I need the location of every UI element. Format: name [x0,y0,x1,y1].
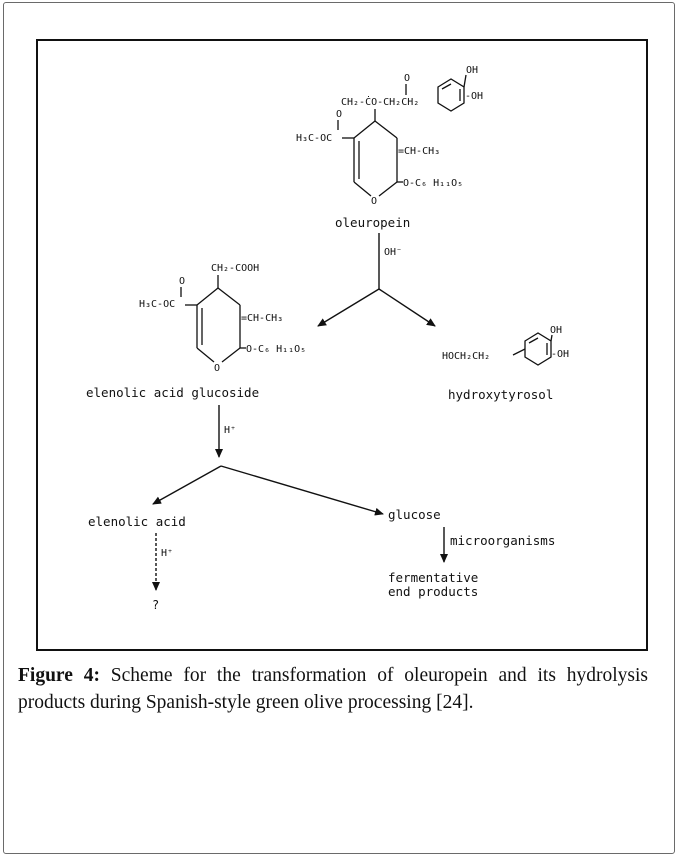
glucose-label: glucose [388,507,441,522]
elenolic-acid-label: elenolic acid [88,514,186,529]
unknown-product-label: ? [152,598,159,612]
eg-ester-group: H₃C-OC [139,299,175,310]
eg-pyran-ring [196,287,241,363]
reagent-h-1: H⁺ [224,425,236,436]
microorganisms-label: microorganisms [450,533,555,548]
eg-ring-oxygen: O [214,363,220,374]
figure-caption: Figure 4: Scheme for the transformation … [18,662,648,716]
ol-pyran-ring [353,120,398,197]
figure-box: CH₂-ĊO-CH₂CH₂ O OH -OH O [36,39,648,651]
reagent-h-2: H⁺ [161,548,173,559]
caption-text: Scheme for the transformation of oleurop… [18,665,648,713]
reaction-scheme: CH₂-ĊO-CH₂CH₂ O OH -OH O [86,65,569,612]
ht-side-chain: HOCH₂CH₂ [442,351,490,362]
ht-oh-2: -OH [551,349,569,360]
hydroxytyrosol-label: hydroxytyrosol [448,387,553,402]
ht-oh-1: OH [550,325,562,336]
hydroxytyrosol-structure: HOCH₂CH₂ OH -OH [442,325,569,366]
caption-label: Figure 4: [18,665,100,686]
arrow-to-elenolic-acid [152,465,222,505]
oleuropein-label: oleuropein [335,215,410,230]
oleuropein-structure: CH₂-ĊO-CH₂CH₂ O OH -OH O [296,65,483,207]
eg-cooh: CH₂-COOH [211,263,259,274]
ol-oh-2: -OH [465,91,483,102]
fermentative-label: fermentative [388,570,478,585]
end-products-label: end products [388,584,478,599]
ol-ethylidene: =CH-CH₃ [398,146,440,157]
ol-ester-group: H₃C-OC [296,133,332,144]
ol-side-chain: CH₂-ĊO-CH₂CH₂ [341,95,419,108]
elenolic-glucoside-structure: CH₂-COOH O H₃C-OC O =CH-CH₃ O-C₆ H₁₁O₅ [139,263,306,374]
ht-catechol-ring [524,332,552,366]
arrow-to-elenolic-glucoside [317,288,380,327]
reagent-oh: OH⁻ [384,247,402,258]
ol-oh-1: OH [466,65,478,76]
arrow-to-glucose [220,465,384,516]
ol-glycoside: O-C₆ H₁₁O₅ [403,178,463,189]
ol-carbonyl-o: O [404,73,410,84]
ol-catechol-ring [437,78,465,112]
eg-ester-o: O [179,276,185,287]
eg-glycoside: O-C₆ H₁₁O₅ [246,344,306,355]
elenolic-glucoside-label: elenolic acid glucoside [86,385,259,400]
ol-ring-oxygen: O [371,196,377,207]
eg-ethylidene: =CH-CH₃ [241,313,283,324]
arrow-to-hydroxytyrosol [378,288,436,327]
ol-ester-o: O [336,109,342,120]
